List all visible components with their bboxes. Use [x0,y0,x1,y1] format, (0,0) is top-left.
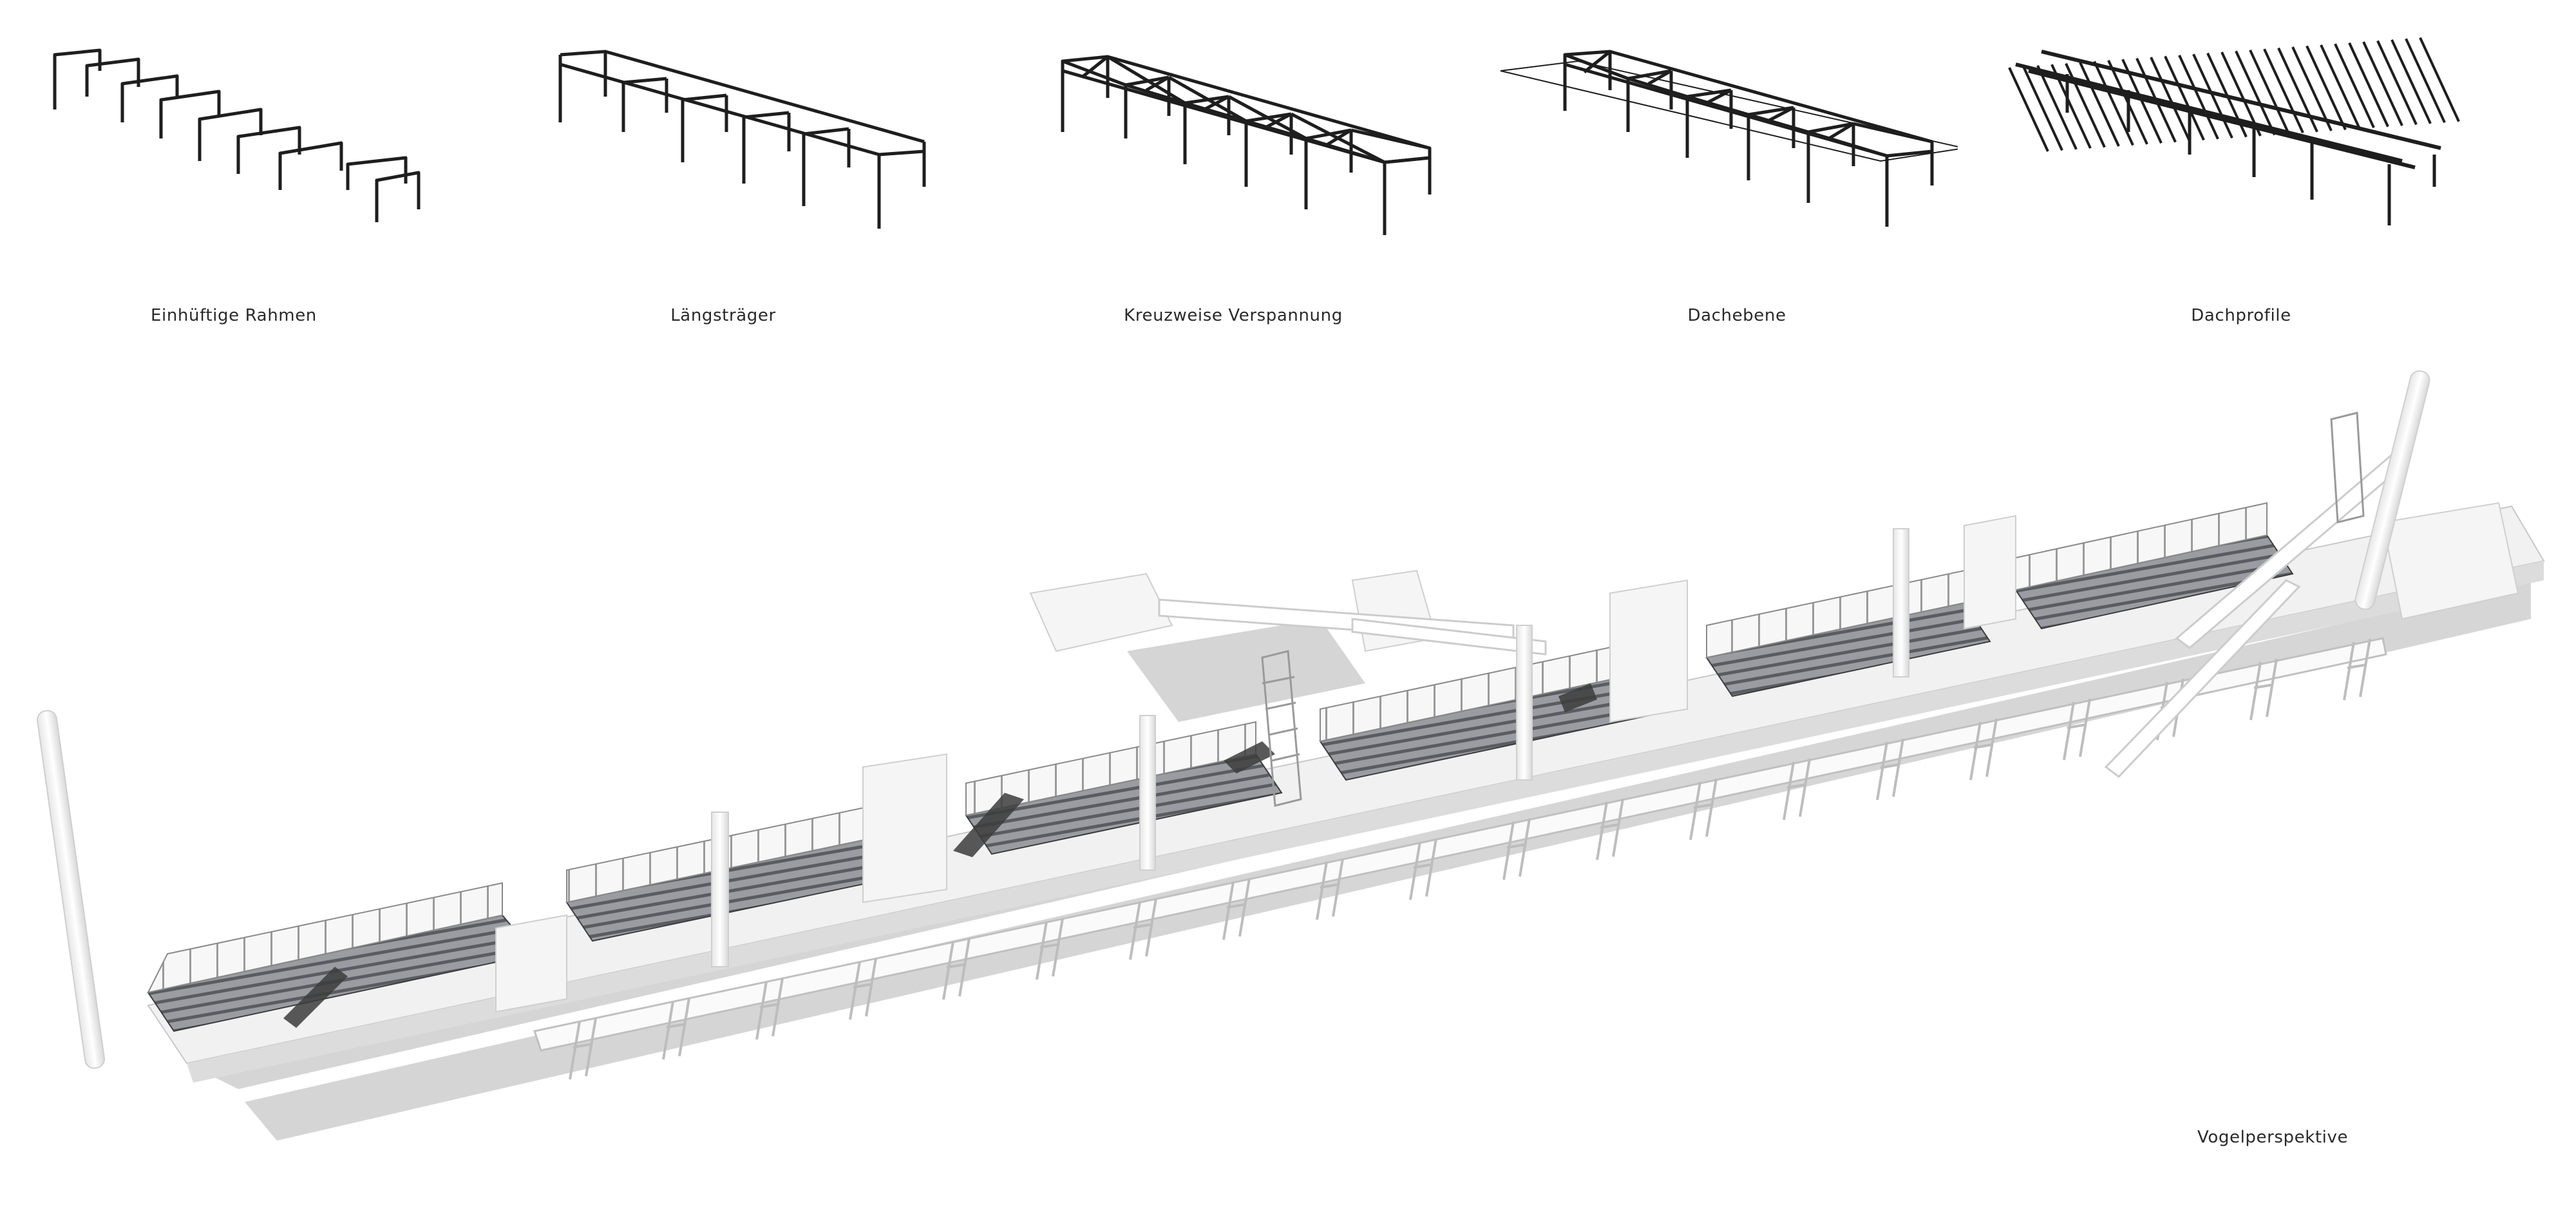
roof-profile-slat [2008,67,2049,152]
bracing-diagonals [1106,55,1386,164]
roof-profile-slat [2178,54,2219,140]
beam-frame [558,50,926,229]
roof-profile-slat [2334,43,2375,129]
roof-profile-slat [2235,50,2276,136]
chimney-1 [36,710,106,1069]
diagram-dachprofile [2008,37,2460,225]
chimney-4 [1516,625,1533,781]
caption-dachprofile: Dachprofile [2191,306,2291,325]
frame-4 [159,90,221,138]
frame-2 [85,57,140,97]
diagram-dachebene [1500,50,1958,227]
braced-frame [1061,55,1432,235]
frame-1 [53,48,102,109]
vogelperspektive-illustration [36,370,2545,1141]
roof-profile-slat [2093,61,2134,146]
bridge-trestle [2249,658,2278,721]
bridge-trestle [1409,838,1437,900]
caption-einhueftige-rahmen: Einhüftige Rahmen [151,306,317,325]
bridge-trestle [1876,738,1904,801]
caption-laengstraeger: Längsträger [670,306,776,325]
bridge-trestle [569,1018,597,1080]
diagram-einhueftige-rahmen [53,48,421,222]
caption-kreuzweise-verspannung: Kreuzweise Verspannung [1124,306,1343,325]
diagram-laengstraeger [558,50,926,229]
bridge-trestle [1689,778,1718,840]
roof-profile-slat [2376,40,2418,126]
profile-columns [2065,74,2436,225]
roof-profile-slat [2391,39,2432,124]
roof-profile-slat [2263,48,2304,134]
bridge-trestle [942,938,971,1000]
caption-dachebene: Dachebene [1687,306,1786,325]
frame-6 [236,126,301,174]
roof-profile-slat [2306,45,2347,131]
bridge-trestle [662,998,690,1060]
columns [1061,57,1432,235]
roof-profile-slat [2164,55,2205,141]
roof-plane-outline [1500,60,1958,162]
bridge-trestle [1316,858,1344,920]
frame-3 [120,74,179,122]
roof-profile-slat [2320,44,2361,129]
roof-profile-slat [2291,46,2333,131]
roof-profile-slat [2419,37,2460,122]
roof-profile-slat [2221,52,2262,137]
bridge-trestle [1596,798,1624,860]
bridge-trestle [755,978,784,1040]
bridge-trestle [1783,758,1811,821]
diagram-kreuzweise-verspannung [1061,55,1432,235]
shadow-accents [283,683,1597,1028]
braced-frame [1563,50,1934,227]
chimney-2 [711,811,729,967]
frame-7 [278,141,343,190]
bridge-trestles [569,638,2371,1080]
frame-8 [346,156,408,190]
roof-profile-slat [2079,62,2120,147]
roof-profile-slat [2348,42,2389,128]
chimneys [36,370,2430,1069]
chimney-3 [1139,715,1156,871]
scaffold-tower [1261,412,2365,807]
bridge-trestle [2343,638,2371,701]
bridge-trestle [849,958,877,1020]
roof-profile-frame [2015,50,2441,169]
bridge-trestle [2063,698,2091,761]
frame-5 [198,108,263,161]
pipe-bridge [533,637,2387,1052]
roof-profile-slat [2036,64,2078,150]
caption-vogelperspektive: Vogelperspektive [2197,1128,2349,1147]
cross-beams [603,52,849,136]
tower-blocks [495,502,2519,1013]
roof-profile-lines [2008,37,2460,169]
bridge-trestle [1036,918,1064,980]
roof-profile-slat [2022,66,2063,151]
frame-9 [375,171,421,222]
bridge-trestle [1502,818,1531,880]
roof-profile-slat [2192,53,2233,139]
conveyor-ducts [1158,450,2410,779]
bridge-trestle [1969,718,1998,781]
roof-profile-slat [2405,38,2446,124]
chimney-5 [1893,528,1909,678]
roof-profile-slat [2362,41,2403,126]
chimney-6 [2354,370,2430,611]
roof-profile-slat [2249,49,2290,135]
roof-profile-slat [2150,57,2191,142]
frame-series [53,48,421,222]
columns [558,61,926,229]
bridge-trestle [1222,878,1251,940]
hall-side-wall [187,561,2544,1083]
bridge-trestle [1129,898,1157,960]
